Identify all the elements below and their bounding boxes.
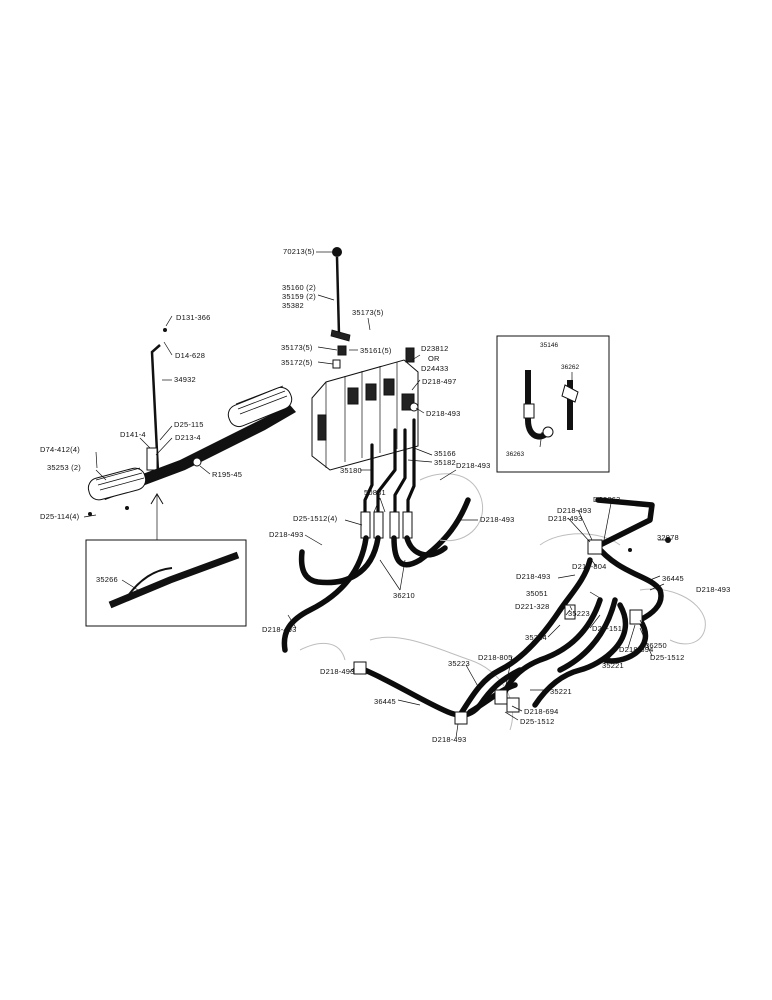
label-r-o: 36250 — [645, 641, 667, 650]
label-ped-g: R195-45 — [212, 470, 242, 479]
label-inset-pedal: 35266 — [96, 575, 118, 584]
label-valve-or: OR — [428, 354, 440, 363]
label-ped-h: D25-114(4) — [40, 512, 80, 521]
label-r-s: 35223 — [448, 659, 470, 668]
label-tube-a: 35166 — [434, 449, 456, 458]
label-r-v: 36445 — [374, 697, 396, 706]
valve-tubes — [363, 418, 416, 522]
lever-knob — [332, 247, 342, 257]
label-ped-e: D213-4 — [175, 433, 201, 442]
pedal-detail-inset — [85, 539, 247, 627]
label-ped-f: D74-412(4) — [40, 445, 80, 454]
pin-block — [337, 345, 347, 356]
label-lever-b: 35159 (2) — [282, 292, 316, 301]
label-r-j: D221-328 — [515, 602, 550, 611]
label-clamp: D25-1512(4) — [293, 514, 338, 523]
label-pin-d: 35172(5) — [281, 358, 313, 367]
label-iv-a: 36262 — [561, 364, 579, 371]
label-tube-b: 35182 — [434, 458, 456, 467]
label-pin-c: 35161(5) — [360, 346, 392, 355]
label-hoses: 36210 — [393, 591, 415, 600]
label-r-f: D218-493 — [516, 572, 551, 581]
label-pin-b: 35173(5) — [281, 343, 313, 352]
label-inset-valve: 35146 — [540, 342, 558, 349]
label-r-c: D218-493 — [548, 514, 583, 523]
label-r-u: 35221 — [550, 687, 572, 696]
label-r-l: D25-1512 — [592, 624, 627, 633]
label-valve-top: D23812 — [421, 344, 448, 353]
label-fit-d: D218-493 — [480, 515, 515, 524]
valve-detail-inset — [496, 335, 610, 473]
label-clip: 50881 — [364, 488, 386, 497]
label-knob: 70213(5) — [283, 247, 315, 256]
label-r-m: 35214 — [525, 633, 547, 642]
label-r-e: D218-804 — [572, 562, 607, 571]
label-valve-b: D24433 — [421, 364, 448, 373]
lever-shaft — [335, 256, 341, 336]
label-rod: 34932 — [174, 375, 196, 384]
label-fit-a: D218-497 — [422, 377, 457, 386]
pin-block-2 — [332, 359, 341, 369]
label-r-r: D218-805 — [478, 653, 513, 662]
label-r-q: 35221 — [602, 661, 624, 670]
label-r-h: D218-493 — [696, 585, 731, 594]
label-ped-a: D131-366 — [176, 313, 211, 322]
hose-couplers — [360, 511, 413, 539]
label-ped-d: D141-4 — [120, 430, 146, 439]
label-r-k: 35223 — [568, 609, 590, 618]
label-r-y: D218-493 — [432, 735, 467, 744]
label-pad: 35253 (2) — [47, 463, 81, 472]
main-hoses-left — [281, 497, 471, 653]
control-lever-assembly — [330, 247, 351, 369]
label-tube-c: 35180 — [340, 466, 362, 475]
label-pin-a: 35173(5) — [352, 308, 384, 317]
label-lever-a: 35160 (2) — [282, 283, 316, 292]
label-r-a: D218-493 — [557, 506, 592, 515]
label-r-b: D20263 — [593, 495, 620, 504]
label-r-d: 32978 — [657, 533, 679, 542]
part-labels: 70213(5) 35160 (2) 35159 (2) 35382 35173… — [40, 247, 731, 744]
label-r-n: D218-694 — [619, 645, 654, 654]
label-r-w: D218-694 — [524, 707, 559, 716]
label-r-g: 36445 — [662, 574, 684, 583]
right-hydraulic-circuit — [353, 497, 671, 725]
label-fit-e: D218-493 — [269, 530, 304, 539]
label-ped-b: D14-628 — [175, 351, 205, 360]
label-r-p: D25-1512 — [650, 653, 685, 662]
label-iv-b: 36263 — [506, 451, 524, 458]
label-r-x: D25-1512 — [520, 717, 555, 726]
lever-base — [330, 329, 351, 342]
control-valve-bank — [311, 347, 419, 471]
leader-lines — [83, 251, 666, 739]
label-r-i: 35051 — [526, 589, 548, 598]
label-fit-b: D218-493 — [426, 409, 461, 418]
label-fit-c: D218-493 — [456, 461, 491, 470]
label-r-t: D218-493 — [320, 667, 355, 676]
label-fit-f: D218-493 — [262, 625, 297, 634]
foot-pedal-assembly — [87, 328, 296, 516]
label-ped-c: D25-115 — [174, 420, 204, 429]
label-lever-c: 35382 — [282, 301, 304, 310]
